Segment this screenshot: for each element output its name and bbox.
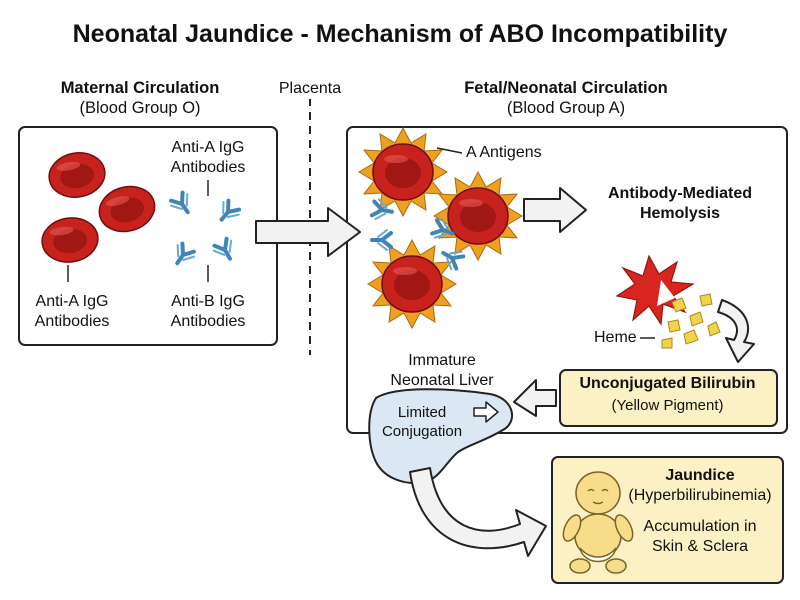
maternal-antibody-4 <box>209 235 241 266</box>
jaundice-description: Accumulation in Skin & Sclera <box>643 518 757 555</box>
liver-to-jaundice-arrow <box>409 467 547 557</box>
baby-icon <box>562 471 634 574</box>
bilirubin-to-liver-arrow <box>513 379 557 417</box>
maternal-rbc-1 <box>44 147 110 203</box>
liver-inner-arrow <box>473 401 499 423</box>
fetal-rbc-2 <box>433 171 523 261</box>
bilirubin-title: Unconjugated Bilirubin <box>579 375 756 392</box>
jaundice-title: Jaundice <box>665 467 735 484</box>
antigens-label: A Antigens <box>466 144 542 161</box>
maternal-antibody-2 <box>211 196 244 229</box>
fetal-heading: Fetal/Neonatal Circulation <box>464 79 668 97</box>
page-title: Neonatal Jaundice - Mechanism of ABO Inc… <box>72 20 728 48</box>
jaundice-subtitle: (Hyperbilirubinemia) <box>628 487 772 504</box>
maternal-antibody-3 <box>167 239 199 271</box>
burst-cell-icon <box>615 254 695 326</box>
bilirubin-subtitle: (Yellow Pigment) <box>611 397 724 414</box>
maternal-rbc-2 <box>93 179 161 239</box>
maternal-antibody-1 <box>166 188 198 220</box>
liver-inner-label: Limited Conjugation <box>381 404 463 440</box>
maternal-heading: Maternal Circulation <box>60 79 220 97</box>
hemolysis-arrow <box>523 187 587 233</box>
maternal-anti-a-label: Anti-A IgG Antibodies <box>34 293 110 330</box>
maternal-subheading: (Blood Group O) <box>79 99 201 117</box>
fetal-antibody-2 <box>370 228 393 252</box>
heme-pieces <box>661 293 721 349</box>
bilirubin-box <box>559 369 778 427</box>
fetal-rbc-1 <box>358 127 448 217</box>
heme-to-bilirubin-arrow <box>717 299 755 363</box>
heme-label: Heme <box>594 329 637 346</box>
hemolysis-label: Antibody-Mediated Hemolysis <box>608 185 752 222</box>
maternal-rbc-3 <box>38 213 102 267</box>
fetal-subheading: (Blood Group A) <box>506 99 626 117</box>
maternal-anti-b-label: Anti-B IgG Antibodies <box>170 293 246 330</box>
placenta-label: Placenta <box>262 79 358 99</box>
maternal-antibody-top-label: Anti-A IgG Antibodies <box>170 139 246 176</box>
liver-heading: Immature Neonatal Liver <box>390 352 494 389</box>
transfer-arrow <box>255 207 361 257</box>
